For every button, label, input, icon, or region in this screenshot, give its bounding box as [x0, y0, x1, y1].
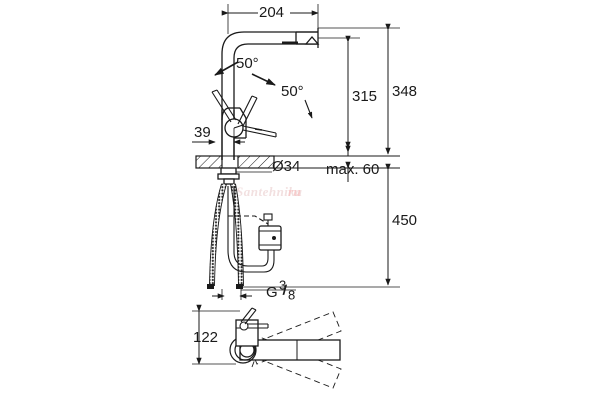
lever-swung-right-line [242, 97, 258, 127]
swivel-position-lower [248, 335, 342, 389]
dimension-counter-thickness: max. 60 [326, 141, 379, 182]
plan-lever-raised-tip [251, 307, 257, 311]
thread-denominator: 8 [288, 287, 295, 302]
base-flange [217, 173, 240, 180]
hose-left-ferrule [207, 284, 214, 289]
counterweight-screw [272, 236, 276, 240]
angle-side-arrow-upper [251, 73, 276, 86]
lever-raised-right-line [216, 89, 237, 121]
dimension-handle-offset: 39 [192, 124, 245, 156]
lever-raised-tip [211, 89, 218, 93]
hose-left-edge-a [209, 183, 222, 287]
hose-right-ferrule [236, 284, 243, 289]
lever-handle-bottom-line [242, 129, 277, 138]
thread-connection-annotation: G 3 / 8 [212, 277, 296, 302]
aerator-outlet [304, 36, 320, 45]
hose-right-edge-a [230, 183, 239, 287]
hose-left-braided [209, 183, 227, 287]
angle-side-label: 50° [281, 83, 304, 100]
countertop-right [237, 155, 275, 169]
counterweight-body [258, 225, 282, 251]
lever-swung-tip [251, 95, 258, 99]
counterweight [258, 225, 282, 251]
thread-label-g: G [266, 284, 278, 301]
dimension-450-label: 450 [392, 212, 417, 229]
weight-collar [263, 213, 273, 221]
base-washer [220, 167, 237, 175]
pullout-hose-path-inner [233, 186, 269, 267]
body-shoulder-left [221, 107, 229, 121]
dimension-total-height: 348 [318, 23, 417, 155]
watermark: Santehnika ru [236, 184, 302, 199]
svg-text:/: / [283, 282, 287, 297]
lever-swung-left-line [237, 95, 253, 125]
pullout-hose-loop [227, 186, 275, 273]
lever-handle-swung [237, 95, 258, 127]
dimension-base-diameter: Ø34 [236, 158, 300, 175]
plan-lever-raised-a [240, 307, 253, 323]
dimension-hose-length: 450 [243, 163, 417, 288]
base-nut [223, 178, 235, 185]
spout-outer-profile [221, 31, 318, 160]
lever-handle-neutral [242, 125, 277, 138]
angle-up-arrow-left [214, 61, 239, 76]
dimension-d34-label: Ø34 [272, 158, 300, 175]
plan-lever-pivot [239, 321, 249, 331]
watermark-primary: Santehnika [236, 184, 302, 199]
dimension-348-label: 348 [392, 83, 417, 100]
dimension-spout-height: 315 [318, 35, 377, 153]
thread-numerator: 3 [279, 277, 286, 292]
angle-lever-side-annotation: 50° [251, 73, 313, 119]
pullout-hose-guide-dashed [228, 215, 269, 225]
pullout-hose-path [227, 186, 275, 273]
dimension-204-label: 204 [259, 4, 284, 21]
angle-up-label: 50° [236, 55, 259, 72]
plan-lever-raised-b [244, 309, 257, 325]
faucet-base-mount [217, 167, 240, 185]
dimension-max60-label: max. 60 [326, 161, 379, 178]
dimension-plan-depth: 122 [192, 304, 240, 365]
angle-side-arrow-lower [304, 99, 313, 119]
countertop-left [195, 155, 223, 169]
angle-lever-up-annotation: 50° [214, 55, 259, 76]
dimension-39-label: 39 [194, 124, 211, 141]
spray-toggle-button [282, 41, 298, 45]
swivel-position-upper [248, 311, 342, 365]
spout-inner-profile [233, 43, 318, 160]
lever-handle-raised [211, 89, 237, 123]
dimension-spout-reach: 204 [221, 4, 319, 34]
lever-handle-midmark [254, 128, 263, 131]
lever-raised-left-line [211, 91, 232, 123]
lever-pivot-axis [233, 124, 244, 129]
hose-left-edge-b [214, 183, 227, 287]
plan-view: 122 [192, 304, 342, 389]
plan-lever [239, 307, 269, 331]
dimension-122-label: 122 [193, 329, 218, 346]
watermark-accent: ru [288, 184, 301, 199]
dimension-315-label: 315 [352, 88, 377, 105]
